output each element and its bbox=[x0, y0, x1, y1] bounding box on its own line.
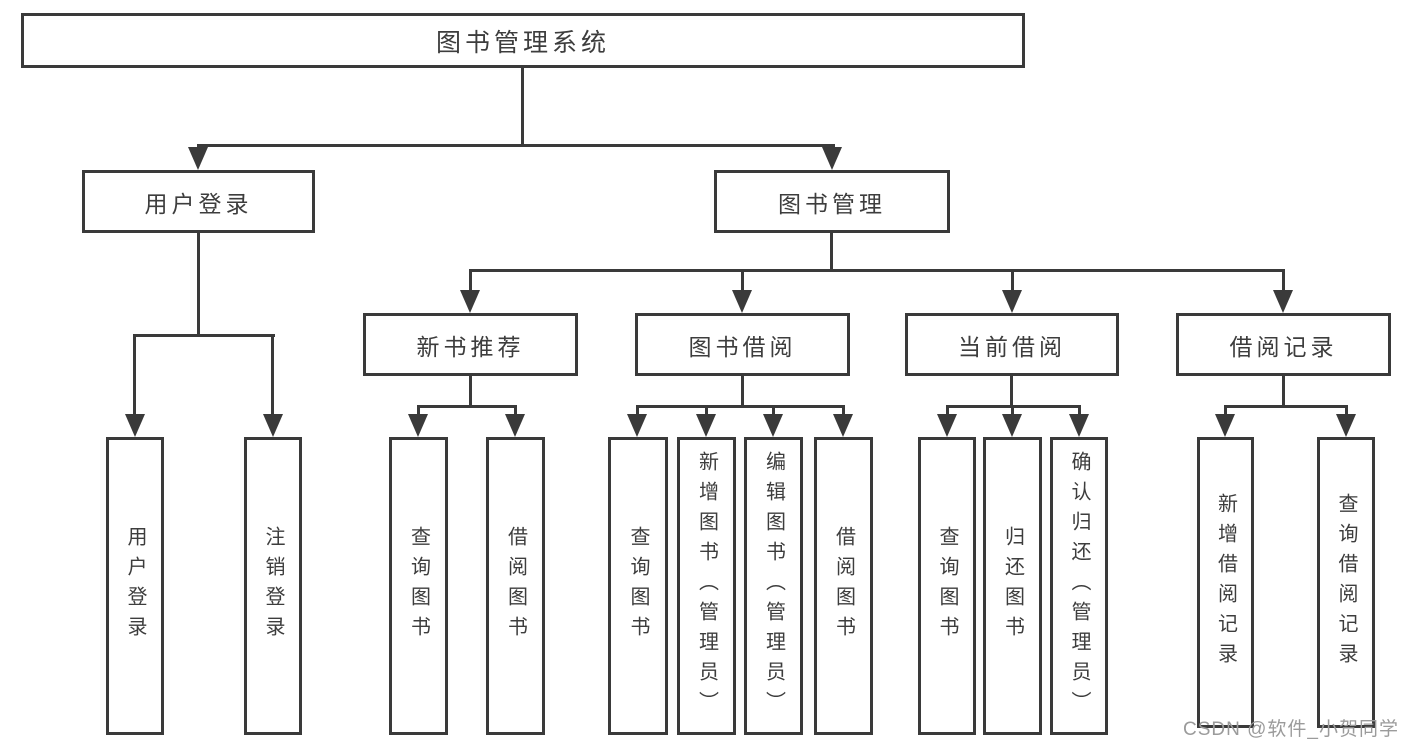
connector-line bbox=[197, 144, 835, 147]
csdn-watermark: CSDN @软件_小贺同学 bbox=[1183, 719, 1399, 740]
connector-line bbox=[636, 405, 845, 408]
connector-line bbox=[1224, 405, 1348, 408]
node-label: 图书管理 bbox=[778, 190, 886, 217]
arrowhead-icon bbox=[1273, 290, 1293, 313]
node-label: 用户登录 bbox=[124, 526, 146, 646]
node-label: 新书推荐 bbox=[416, 333, 525, 360]
arrowhead-icon bbox=[937, 414, 957, 437]
connector-line bbox=[741, 269, 744, 293]
node-query-books-recommend: 查询图书 bbox=[389, 437, 448, 735]
connector-line bbox=[271, 334, 274, 417]
node-label: 查询图书 bbox=[407, 526, 430, 646]
connector-line bbox=[1011, 269, 1014, 293]
node-library-management-system: 图书管理系统 bbox=[21, 13, 1025, 68]
node-label: 借阅记录 bbox=[1229, 333, 1338, 360]
node-book-borrowing: 图书借阅 bbox=[635, 313, 850, 376]
arrowhead-icon bbox=[833, 414, 853, 437]
node-query-books-current: 查询图书 bbox=[918, 437, 976, 735]
node-query-borrow-record: 查询借阅记录 bbox=[1317, 437, 1375, 728]
connector-line bbox=[417, 405, 420, 417]
arrowhead-icon bbox=[188, 147, 208, 170]
node-label: 查询图书 bbox=[936, 526, 958, 646]
node-label: 用户登录 bbox=[144, 190, 253, 217]
arrowhead-icon bbox=[1002, 414, 1022, 437]
connector-line bbox=[514, 405, 517, 417]
node-label: 新增图书（管理员） bbox=[695, 451, 718, 721]
node-logout: 注销登录 bbox=[244, 437, 302, 735]
connector-line bbox=[133, 334, 136, 417]
node-label: 编辑图书（管理员） bbox=[762, 451, 785, 721]
arrowhead-icon bbox=[696, 414, 716, 437]
connector-line bbox=[469, 269, 1285, 272]
connector-line bbox=[1011, 405, 1014, 417]
node-add-books-admin: 新增图书（管理员） bbox=[677, 437, 736, 735]
connector-line bbox=[946, 405, 949, 417]
node-label: 借阅图书 bbox=[504, 526, 527, 646]
node-add-borrow-record: 新增借阅记录 bbox=[1197, 437, 1254, 728]
node-label: 查询借阅记录 bbox=[1335, 492, 1357, 673]
node-label: 图书管理系统 bbox=[435, 28, 610, 57]
arrowhead-icon bbox=[1336, 414, 1356, 437]
node-edit-books-admin: 编辑图书（管理员） bbox=[744, 437, 803, 735]
connector-line bbox=[1282, 269, 1285, 293]
node-label: 借阅图书 bbox=[832, 526, 855, 646]
node-borrow-books-recommend: 借阅图书 bbox=[486, 437, 545, 735]
node-label: 注销登录 bbox=[262, 526, 284, 646]
connector-line bbox=[133, 334, 275, 337]
node-return-books: 归还图书 bbox=[983, 437, 1042, 735]
node-label: 确认归还（管理员） bbox=[1068, 451, 1090, 721]
arrowhead-icon bbox=[1002, 290, 1022, 313]
node-borrow-books: 借阅图书 bbox=[814, 437, 873, 735]
node-user-login: 用户登录 bbox=[82, 170, 315, 233]
connector-line bbox=[1345, 405, 1348, 417]
connector-line bbox=[830, 231, 833, 272]
connector-line bbox=[741, 374, 744, 408]
connector-line bbox=[772, 405, 775, 417]
node-label: 查询图书 bbox=[627, 526, 649, 646]
arrowhead-icon bbox=[263, 414, 283, 437]
arrowhead-icon bbox=[505, 414, 525, 437]
connector-line bbox=[1282, 374, 1285, 408]
connector-line bbox=[469, 374, 472, 408]
node-label: 新增借阅记录 bbox=[1214, 492, 1237, 673]
arrowhead-icon bbox=[763, 414, 783, 437]
connector-line bbox=[705, 405, 708, 417]
node-book-management: 图书管理 bbox=[714, 170, 950, 233]
connector-line bbox=[1010, 374, 1013, 408]
arrowhead-icon bbox=[460, 290, 480, 313]
arrowhead-icon bbox=[1069, 414, 1089, 437]
connector-line bbox=[636, 405, 639, 417]
connector-line bbox=[469, 269, 472, 293]
connector-line bbox=[1224, 405, 1227, 417]
arrowhead-icon bbox=[408, 414, 428, 437]
node-label: 归还图书 bbox=[1001, 526, 1024, 646]
connector-line bbox=[197, 231, 200, 337]
node-confirm-return-admin: 确认归还（管理员） bbox=[1050, 437, 1108, 735]
node-label: 图书借阅 bbox=[688, 333, 797, 360]
node-query-books-borrowing: 查询图书 bbox=[608, 437, 668, 735]
node-label: 当前借阅 bbox=[958, 333, 1066, 360]
arrowhead-icon bbox=[125, 414, 145, 437]
arrowhead-icon bbox=[1215, 414, 1235, 437]
arrowhead-icon bbox=[627, 414, 647, 437]
node-borrowing-records: 借阅记录 bbox=[1176, 313, 1391, 376]
connector-line bbox=[521, 66, 524, 146]
connector-line bbox=[417, 405, 517, 408]
node-user-login-leaf: 用户登录 bbox=[106, 437, 164, 735]
connector-line bbox=[842, 405, 845, 417]
arrowhead-icon bbox=[732, 290, 752, 313]
node-new-book-recommend: 新书推荐 bbox=[363, 313, 578, 376]
node-current-borrowing: 当前借阅 bbox=[905, 313, 1119, 376]
arrowhead-icon bbox=[822, 147, 842, 170]
connector-line bbox=[1078, 405, 1081, 417]
